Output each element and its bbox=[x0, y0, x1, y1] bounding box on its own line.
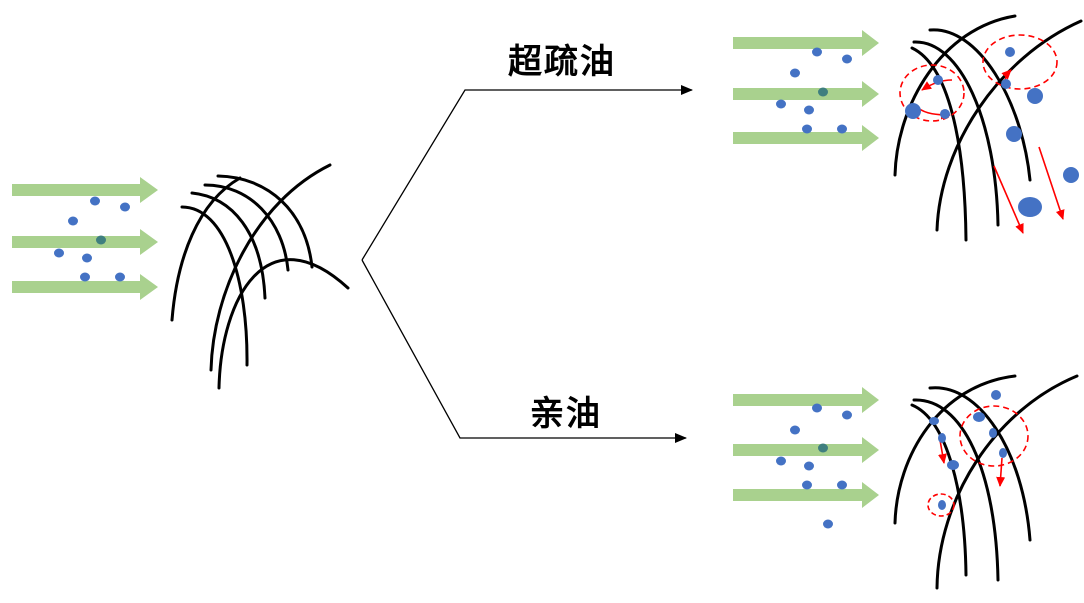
droplet-icon bbox=[80, 272, 90, 282]
droplet-icon bbox=[120, 202, 130, 212]
swirl-icon bbox=[959, 405, 1029, 467]
flow-arrow-icon bbox=[733, 81, 879, 107]
oil-droplets-repelled bbox=[905, 47, 1079, 217]
droplet-icon bbox=[837, 480, 847, 490]
droplet-icon bbox=[1027, 88, 1043, 104]
droplet-icon bbox=[1063, 167, 1079, 183]
droplet-icon bbox=[90, 196, 100, 206]
droplet-icon bbox=[776, 99, 786, 109]
oil-droplets-bottom bbox=[776, 403, 852, 529]
flow-arrow-icon bbox=[12, 229, 158, 255]
flow-arrows-bottom bbox=[733, 387, 879, 508]
droplet-icon bbox=[938, 500, 946, 510]
droplet-icon bbox=[776, 456, 786, 466]
droplet-icon bbox=[999, 448, 1007, 458]
branch-line-top bbox=[361, 85, 693, 261]
oil-droplets-captured bbox=[929, 390, 1007, 510]
droplet-icon bbox=[1006, 126, 1022, 142]
flow-arrow-icon bbox=[733, 125, 879, 151]
droplet-icon bbox=[842, 410, 852, 420]
droplet-icon bbox=[1005, 47, 1015, 57]
flow-arrows-left bbox=[12, 177, 158, 300]
droplet-icon bbox=[802, 124, 812, 134]
fiber-icon bbox=[912, 398, 1000, 582]
droplet-icon bbox=[973, 412, 985, 422]
branch-connector bbox=[361, 85, 693, 443]
swirl-icon bbox=[927, 493, 955, 517]
droplet-icon bbox=[82, 253, 92, 263]
superoleophobic-state bbox=[733, 14, 1083, 242]
droplet-icon bbox=[812, 47, 822, 57]
droplet-icon bbox=[989, 428, 997, 438]
fiber-icon bbox=[893, 374, 1017, 525]
droplet-icon bbox=[96, 235, 106, 245]
swirl-vortices-bottom bbox=[927, 405, 1029, 517]
droplet-icon bbox=[1018, 197, 1042, 217]
droplet-icon bbox=[54, 248, 64, 258]
falling-arrows bbox=[993, 146, 1065, 234]
droplet-icon bbox=[68, 216, 78, 226]
fiber-icon bbox=[910, 403, 968, 577]
droplet-icon bbox=[933, 75, 943, 85]
fiber-icon bbox=[190, 191, 267, 300]
oleophilic-label: 亲油 bbox=[530, 394, 602, 434]
fiber-icon bbox=[217, 258, 350, 390]
flow-arrow-icon bbox=[733, 30, 879, 56]
oil-droplets-top bbox=[776, 47, 852, 134]
fiber-mesh-top bbox=[893, 14, 1083, 242]
falling-arrow-icon bbox=[993, 165, 1024, 234]
flow-arrow-icon bbox=[733, 437, 879, 463]
fiber-icon bbox=[910, 46, 968, 242]
swirl-icon bbox=[938, 439, 947, 464]
droplet-icon bbox=[804, 461, 814, 471]
flow-arrow-icon bbox=[733, 387, 879, 413]
fiber-icon bbox=[893, 14, 1017, 177]
oleophilic-state bbox=[733, 374, 1079, 590]
fiber-icon bbox=[209, 163, 332, 372]
flow-arrow-icon bbox=[12, 274, 158, 300]
fiber-icon bbox=[912, 40, 1000, 227]
fiber-mesh-bottom bbox=[893, 374, 1079, 590]
droplet-icon bbox=[790, 425, 800, 435]
droplet-icon bbox=[115, 272, 125, 282]
fiber-icon bbox=[180, 205, 249, 367]
fiber-icon bbox=[928, 28, 1032, 182]
droplet-icon bbox=[837, 124, 847, 134]
droplet-icon bbox=[1001, 79, 1011, 89]
swirl-icon bbox=[996, 457, 1006, 487]
droplet-icon bbox=[938, 433, 946, 443]
initial-state bbox=[12, 163, 350, 390]
fiber-icon bbox=[216, 174, 314, 269]
flow-arrow-icon bbox=[12, 177, 158, 203]
falling-arrow-icon bbox=[1038, 146, 1065, 220]
swirl-icon bbox=[982, 34, 1058, 90]
superoleophobic-label: 超疏油 bbox=[508, 42, 616, 82]
droplet-icon bbox=[947, 460, 959, 470]
fiber-icon bbox=[928, 386, 1032, 542]
flow-arrow-icon bbox=[733, 482, 879, 508]
flow-arrows-top bbox=[733, 30, 879, 151]
droplet-icon bbox=[842, 54, 852, 64]
droplet-icon bbox=[790, 68, 800, 78]
droplet-icon bbox=[823, 519, 833, 529]
droplet-icon bbox=[818, 87, 828, 97]
droplet-icon bbox=[929, 417, 939, 425]
droplet-icon bbox=[812, 403, 822, 413]
droplet-icon bbox=[905, 103, 921, 119]
droplet-icon bbox=[818, 443, 828, 453]
droplet-icon bbox=[940, 109, 950, 119]
droplet-icon bbox=[991, 390, 1001, 400]
droplet-icon bbox=[802, 480, 812, 490]
swirl-icon bbox=[899, 64, 965, 122]
oil-droplets-left bbox=[54, 196, 130, 282]
droplet-icon bbox=[804, 105, 814, 115]
fiber-icon bbox=[935, 374, 1079, 590]
branch-line-bottom bbox=[361, 259, 687, 443]
fiber-mesh-left bbox=[170, 163, 350, 390]
fiber-icon bbox=[203, 183, 290, 272]
